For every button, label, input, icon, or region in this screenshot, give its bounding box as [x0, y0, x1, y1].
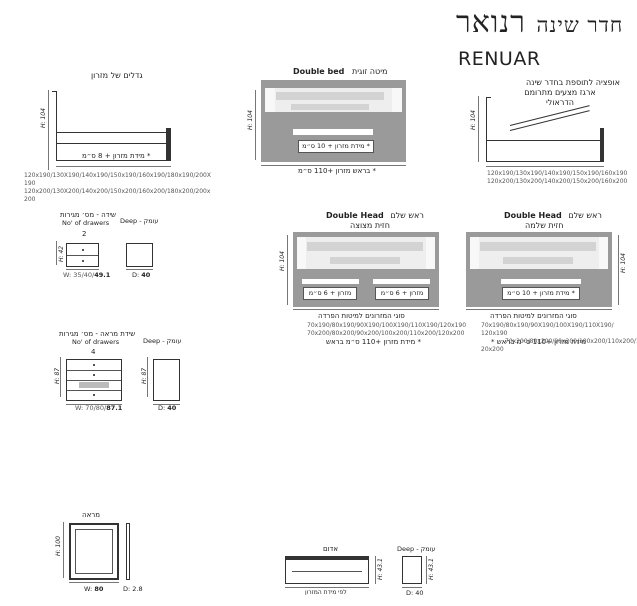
- nightstand-side: [126, 243, 153, 267]
- title-subtitle: חדר שינה: [536, 13, 624, 37]
- bench-caption: לפי מידת המזרון: [305, 589, 347, 596]
- full-bed-sizes: 70x190/80x190/90X190/100X190/110X190/ 12…: [481, 322, 637, 353]
- dresser-count: 4: [91, 348, 96, 356]
- title-brand: רנואר: [456, 5, 526, 40]
- double-bed-height: H: 104: [247, 110, 254, 130]
- split-bed-caption: * מידת מזרון +110 ס״מ בראש: [326, 338, 422, 346]
- lift-option-text: אופציה לתוספת בחדר שינה ארגז מצעים מתרומ…: [524, 78, 620, 107]
- double-bed-caption: * בראש מזרון +110 ס״מ: [298, 167, 377, 175]
- double-bed-drawing: מידת מזרון + 10 ס״מ *: [261, 80, 406, 162]
- nightstand-label-en: No' of drawers: [62, 219, 110, 227]
- dresser-side: [153, 359, 180, 401]
- top-left-caption: * מידת מזרון + 8 ס״מ: [82, 152, 151, 160]
- mirror-side: [126, 523, 130, 580]
- double-bed-title: Double bed מיטה זוגית: [293, 67, 388, 76]
- dresser-width: W: 70/80/87.1: [75, 404, 123, 412]
- dresser-label-en: No' of drawers: [72, 338, 120, 346]
- dresser-height: H: 87: [54, 367, 61, 384]
- full-bed-sub: סוגי המזרונים למיטות הפרדה: [490, 312, 577, 320]
- mirror-height: H: 100: [55, 536, 62, 556]
- dresser-front: [66, 359, 122, 401]
- full-bed-height: H: 104: [620, 253, 627, 273]
- bench-side: [402, 556, 422, 584]
- page-title-en: RENUAR: [458, 48, 541, 70]
- mirror-front: [69, 523, 119, 580]
- page-title-he: חדר שינה רנואר: [456, 8, 623, 38]
- nightstand-deep: Deep - עומק: [120, 217, 159, 225]
- bench-height-side: H: 43.1: [428, 558, 435, 580]
- split-bed-height: H: 104: [279, 251, 286, 271]
- split-bed-title: Double Head ראש שלם: [326, 211, 424, 220]
- nightstand-width: W: 35/40/49.1: [63, 271, 111, 279]
- mirror-depth: D: 2.8: [123, 585, 143, 593]
- nightstand-front: [66, 243, 99, 267]
- bench-deep: Deep - עומק: [397, 545, 436, 553]
- mirror-label: מראה: [82, 511, 100, 519]
- top-left-height: H: 104: [40, 108, 47, 128]
- split-bed-drawing: מזרון + 6 ס״מ מזרון + 6 ס״מ: [293, 232, 439, 307]
- bench-front: [285, 556, 369, 584]
- split-bed-mattress-right: מזרון + 6 ס״מ: [375, 287, 429, 300]
- split-bed-mattress-left: מזרון + 6 ס״מ: [303, 287, 357, 300]
- nightstand-label-he: שידה - מס׳ מגירות: [60, 211, 116, 219]
- split-bed-subtitle: חזית מצוצה: [350, 221, 390, 230]
- nightstand-depth: D: 40: [132, 271, 151, 279]
- double-bed-mattress-label: מידת מזרון + 10 ס״מ *: [298, 140, 374, 153]
- bench-height: H: 43.1: [377, 558, 384, 580]
- nightstand-count: 2: [82, 230, 87, 238]
- lift-bed-height: H: 104: [470, 110, 477, 130]
- bench-depth: D: 40: [406, 589, 424, 597]
- full-bed-subtitle: חזית שלמה: [525, 221, 564, 230]
- lift-bed-sizes: 120x190/130x190/140x190/150x190/160x190 …: [487, 170, 628, 185]
- dresser-depth: D: 40: [158, 404, 177, 412]
- full-bed-title: Double Head ראש שלם: [504, 211, 602, 220]
- bench-label: אדום: [323, 545, 339, 553]
- split-bed-sizes: 70x190/80x190/90X190/100X190/110X190/120…: [307, 322, 467, 337]
- dresser-label-he: שידת מראה - מס׳ מגירות: [59, 330, 136, 338]
- top-left-sizes: 120x190/130X190/140x190/150x190/160x190/…: [24, 172, 211, 203]
- split-bed-sub: סוגי המזרונים למיטות הפרדה: [318, 312, 405, 320]
- dresser-deep: Deep - עומק: [143, 337, 182, 345]
- mirror-width: W: 80: [84, 585, 104, 593]
- full-bed-mattress-label: מידת מזרון + 10 ס״מ *: [502, 287, 580, 300]
- top-left-title: גדלים של מזרון: [91, 71, 143, 80]
- full-bed-drawing: מידת מזרון + 10 ס״מ *: [466, 232, 612, 307]
- nightstand-height: H: 42: [58, 245, 65, 262]
- dresser-height-side: H: 87: [141, 367, 148, 384]
